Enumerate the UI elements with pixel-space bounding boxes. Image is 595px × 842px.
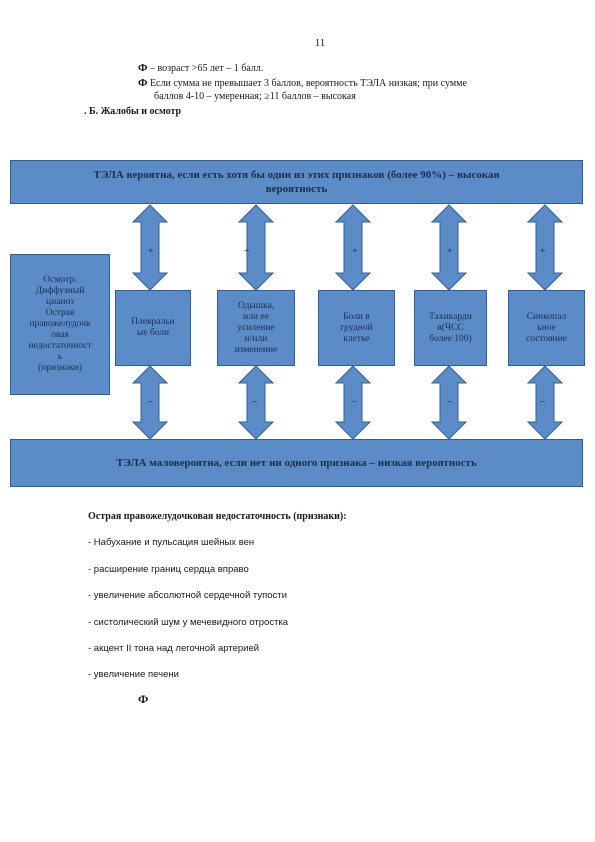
bullet-text: – возраст >65 лет – 1 балл. — [149, 63, 264, 74]
symptom-line: ые боли — [136, 328, 170, 338]
top-banner: ТЭЛА вероятна, если есть хотя бы один из… — [10, 160, 583, 204]
symptom-line: ьное — [537, 322, 556, 333]
exam-box-line: правожелудочк — [29, 319, 91, 329]
symptom-line: изменение — [234, 344, 278, 355]
bullet-icon: Ф — [138, 62, 148, 74]
exam-box-line: недостаточност — [28, 341, 92, 351]
list-item: - увеличение абсолютной сердечной тупост… — [88, 590, 287, 601]
exam-box-line: цианоз — [46, 297, 74, 307]
bullet-icon: Ф — [138, 692, 149, 706]
bullet-text: Если сумма не превышает 3 баллов, вероят… — [149, 78, 467, 89]
exam-box-line: ь — [57, 352, 63, 362]
symptom-box-dyspnea: Одышка, или ее усиление и/или изменение — [217, 290, 295, 366]
bullet-line-3: баллов 4-10 – умеренная; ≥11 баллов – вы… — [154, 91, 356, 102]
symptom-line: клетке — [343, 333, 370, 344]
exam-box-line: Осмотр: — [43, 275, 77, 285]
minus-sign: – — [540, 396, 545, 407]
list-heading: Острая правожелудочковая недостаточность… — [88, 511, 347, 522]
list-item: - акцент II тона над легочной артерией — [88, 643, 260, 654]
page-number: 11 — [314, 37, 326, 49]
symptom-line: и/или — [244, 333, 268, 344]
plus-sign: + — [352, 246, 358, 257]
symptom-line: грудной — [340, 322, 373, 333]
symptom-box-pleural-pain: Плевральн ые боли — [115, 290, 191, 366]
minus-sign: – — [447, 396, 452, 407]
exam-box: Осмотр: Диффузный цианоз Острая правожел… — [10, 254, 110, 395]
plus-sign: + — [244, 246, 250, 257]
list-item: - увеличение печени — [88, 669, 179, 680]
list-item: - Набухание и пульсация шейных вен — [88, 537, 255, 548]
symptom-line: усиление — [237, 322, 275, 333]
symptom-line: Тахикарди — [429, 311, 472, 322]
symptom-line: Боли в — [343, 311, 370, 322]
symptom-line: Одышка, — [237, 300, 275, 311]
symptom-box-tachycardia: Тахикарди я(ЧСС более 100) — [414, 290, 487, 366]
top-banner-line-2: вероятность — [265, 183, 328, 195]
minus-sign: – — [352, 396, 357, 407]
bullet-line-1: Ф – возраст >65 лет – 1 балл. — [138, 62, 263, 75]
bullet-line-2: Ф Если сумма не превышает 3 баллов, веро… — [138, 77, 467, 90]
symptom-line: состояние — [526, 333, 567, 344]
plus-sign: + — [148, 246, 154, 257]
exam-box-line: овая — [51, 330, 69, 340]
section-heading: . Б. Жалобы и осмотр — [84, 106, 182, 117]
list-item: - систолический шум у мечевидного отрост… — [88, 617, 289, 628]
bottom-banner: ТЭЛА маловероятна, если нет ни одного пр… — [10, 439, 583, 487]
symptom-line: более 100) — [429, 333, 472, 344]
symptom-box-syncope: Синкопал ьное состояние — [508, 290, 585, 366]
bullet-icon: Ф — [138, 77, 148, 89]
symptom-line: я(ЧСС — [437, 322, 464, 333]
list-item: - расширение границ сердца вправо — [88, 564, 249, 575]
minus-sign: – — [148, 396, 153, 407]
exam-box-line: Острая — [45, 308, 75, 318]
plus-sign: + — [540, 246, 546, 257]
exam-box-line: Диффузный — [35, 286, 85, 296]
minus-sign: – — [252, 396, 257, 407]
up-down-arrow-bottom-5 — [526, 365, 564, 440]
symptom-box-chest-pain: Боли в грудной клетке — [318, 290, 395, 366]
symptom-line: Плевральн — [131, 317, 175, 327]
top-banner-line-1: ТЭЛА вероятна, если есть хотя бы один из… — [93, 169, 500, 181]
plus-sign: + — [447, 246, 453, 257]
exam-box-line: (признаки) — [37, 363, 82, 373]
symptom-line: или ее — [243, 311, 269, 322]
symptom-line: Синкопал — [526, 311, 567, 322]
